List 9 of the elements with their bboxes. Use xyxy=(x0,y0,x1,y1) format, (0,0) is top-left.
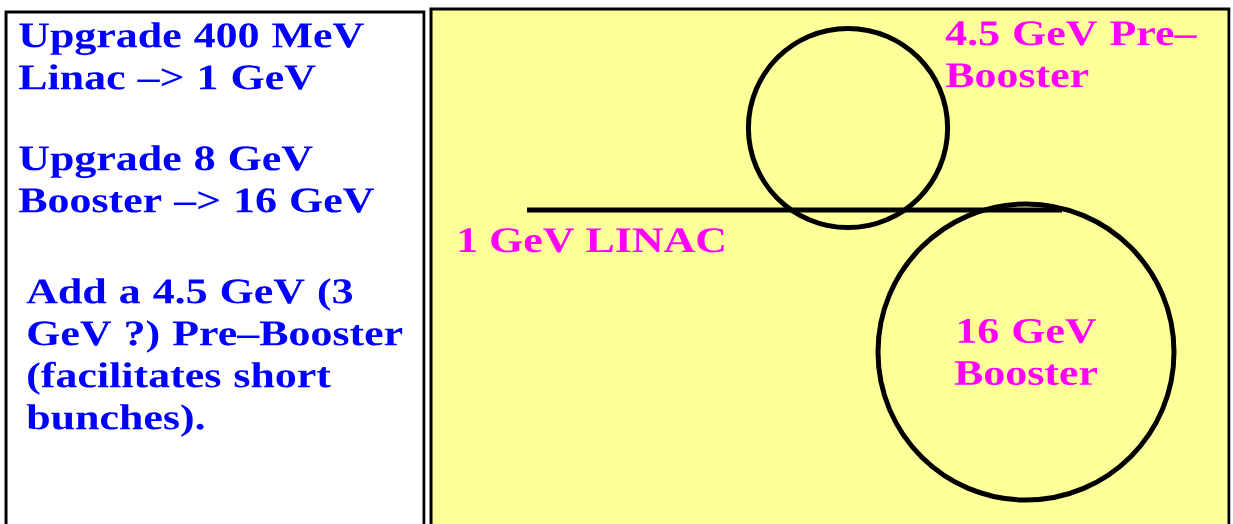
text-panel xyxy=(4,10,426,524)
beam-label: 1 GeV LINAC xyxy=(459,228,724,253)
ring-label: 16 GeV Booster xyxy=(954,318,1097,386)
ring xyxy=(875,201,1177,503)
ring-label: 4.5 GeV Pre–Booster xyxy=(945,21,1197,88)
note-text: Upgrade 400 MeV Linac –> 1 GeV xyxy=(18,22,364,90)
note-text: Add a 4.5 GeV (3 GeV ?) Pre–Booster (facilitates short bunches). xyxy=(26,278,403,437)
note-text: Upgrade 8 GeV Booster –> 16 GeV xyxy=(18,145,374,213)
diagram-panel xyxy=(429,7,1231,524)
